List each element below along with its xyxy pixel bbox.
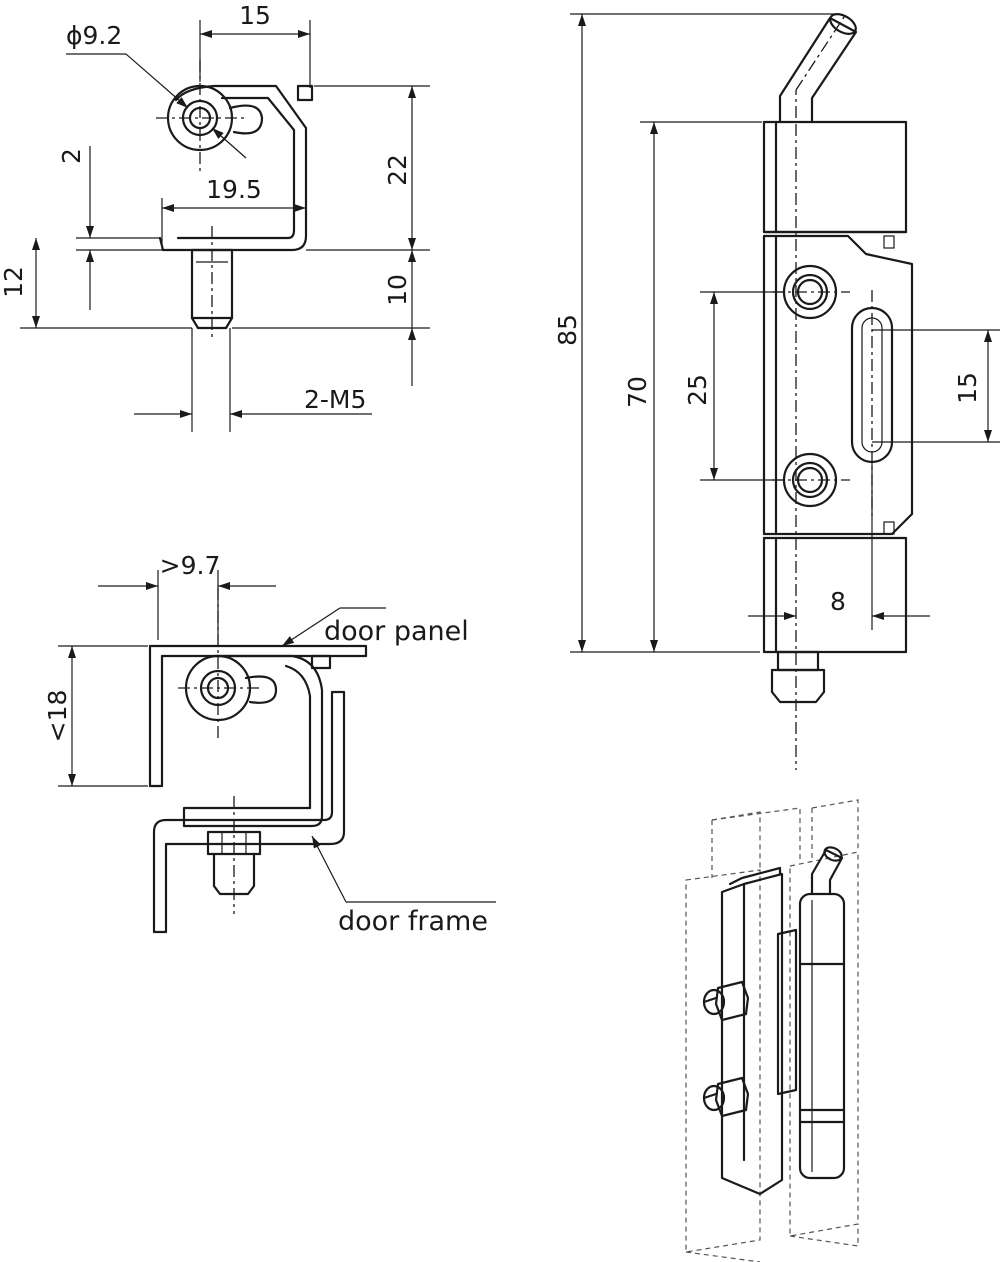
dim-offset-label: >9.7 xyxy=(160,551,221,580)
top-bracket-outline xyxy=(158,84,308,252)
dim-thickness-label: 2 xyxy=(57,148,86,164)
dim-body-label: 70 xyxy=(623,376,652,408)
pin-handle xyxy=(778,16,858,124)
top-view: 15 ϕ9.2 19.5 22 10 2 12 2-M5 xyxy=(0,1,430,432)
dim-front-offset-label: 8 xyxy=(830,587,846,616)
iso-bracket-plate xyxy=(720,872,784,1196)
dia-leader xyxy=(125,53,189,109)
door-frame-shape xyxy=(152,690,346,934)
dim-stud-label: 10 xyxy=(383,274,412,306)
front-stud xyxy=(770,668,826,704)
dim-overall-label: 12 xyxy=(0,266,28,298)
pin-spring-arm xyxy=(228,104,264,135)
dim-diameter-label: ϕ9.2 xyxy=(66,21,122,50)
dim-gap-label: <18 xyxy=(43,690,72,743)
leaf-plate xyxy=(762,234,914,536)
installation-view: >9.7 <18 door panel door frame xyxy=(43,551,496,937)
dim-total-label: 85 xyxy=(553,314,582,346)
install-spring-arm xyxy=(244,675,278,704)
top-tab xyxy=(296,84,314,102)
door-frame-label: door frame xyxy=(338,906,488,937)
frame-leader xyxy=(311,835,347,903)
iso-pin-handle xyxy=(810,848,844,896)
dim-pitch-label: 25 xyxy=(683,374,712,406)
iso-panel-left xyxy=(685,869,761,1253)
install-tab xyxy=(310,654,332,670)
top-bracket-inner xyxy=(176,96,296,240)
iso-screw-bottom xyxy=(702,1076,750,1118)
front-view: 85 70 25 15 8 xyxy=(553,13,1000,770)
dim-slot-label: 15 xyxy=(953,372,982,404)
knuckle-top xyxy=(762,120,908,234)
panel-leader xyxy=(281,607,341,647)
iso-knuckle xyxy=(798,892,846,1180)
door-panel-shape xyxy=(148,644,368,788)
isometric-view xyxy=(685,799,859,1262)
dim-height-label: 22 xyxy=(383,154,412,186)
dim-span-label: 19.5 xyxy=(206,175,262,204)
front-stud-nut xyxy=(776,650,820,672)
dim-thread-label: 2-M5 xyxy=(304,385,366,414)
install-hinge-bracket xyxy=(182,654,324,828)
iso-screw-top xyxy=(702,980,750,1022)
dia-leader-2 xyxy=(211,127,247,159)
dim-width-label: 15 xyxy=(239,1,271,30)
knuckle-bottom xyxy=(762,536,908,654)
iso-hinge-leaf xyxy=(776,928,798,1096)
door-panel-label: door panel xyxy=(324,616,469,647)
